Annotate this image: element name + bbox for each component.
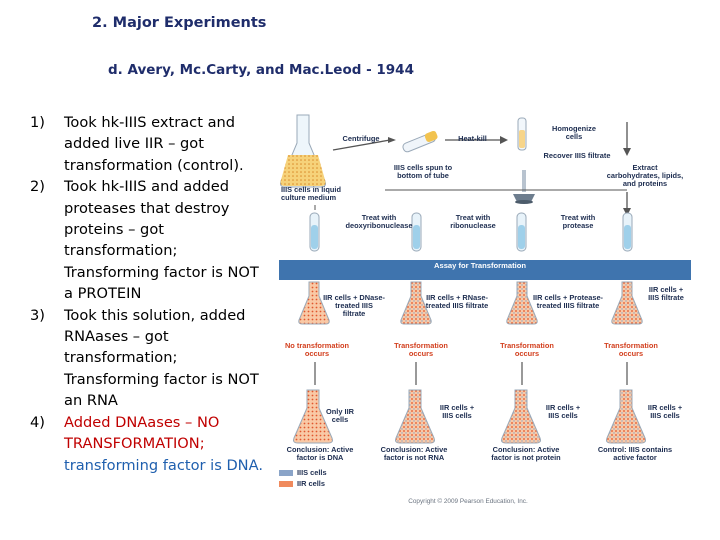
step-number: 1) (30, 114, 45, 131)
step-number: 4) (30, 413, 45, 431)
result-flasks (293, 389, 646, 444)
step-text: Took hk-IIIS and added proteases that de… (64, 178, 259, 303)
arrow-icon (332, 139, 391, 151)
conclusion-dna: Conclusion: Active factor is DNA (286, 445, 354, 463)
arrow-head-icon (623, 148, 631, 156)
result-dnase-label: No transformation occurs (284, 341, 350, 359)
conclusion-rna: Conclusion: Active factor is not RNA (380, 445, 448, 463)
copyright-text: Copyright © 2009 Pearson Education, Inc. (408, 498, 528, 505)
step-item: 3) Took this solution, added RNAases – go… (30, 305, 270, 412)
arrow-head-icon (500, 136, 508, 144)
iir-iiis-label: IIR cells + IIIS cells (545, 403, 581, 421)
spun-label: IIIS cells spun to bottom of tube (393, 163, 453, 181)
step-text-highlight: transforming factor is DNA. (64, 456, 263, 474)
result-arrows (314, 362, 628, 385)
treat-protease-label: Treat with protease (560, 213, 596, 231)
conclusion-control: Control: IIIS contains active factor (597, 445, 673, 463)
step-item: 1) Took hk-IIIS extract and added live II… (30, 112, 270, 176)
slide-subtitle: d. Avery, Mc.Carty, and Mac.Leod - 1944 (108, 62, 414, 78)
result-control-label: Transformation occurs (604, 341, 658, 359)
legend-swatch-iir (279, 481, 293, 487)
extract-label: Extract carbohydrates, lipids, and prote… (606, 163, 684, 189)
conclusion-protein: Conclusion: Active factor is not protein (491, 445, 561, 463)
treat-dnase-label: Treat with deoxyribonuclease (345, 213, 413, 231)
step-item: 4) Added DNAases – NO TRANSFORMATION; tra… (30, 412, 270, 476)
assay-band (279, 260, 691, 280)
mix-protease-label: IIR cells + Protease-treated IIIS filtra… (532, 293, 604, 311)
treated-tubes (309, 212, 633, 252)
recover-label: Recover IIIS filtrate (543, 151, 611, 160)
heat-kill-label: Heat-kill (458, 134, 487, 143)
mix-control-label: IIR cells + IIIS filtrate (648, 285, 684, 303)
result-protease-label: Transformation occurs (500, 341, 554, 359)
legend-iir-label: IIR cells (297, 479, 325, 488)
step-number: 3) (30, 306, 45, 324)
mix-dnase-label: IIR cells + DNase-treated IIIS filtrate (323, 293, 385, 319)
mix-rnase-label: IIR cells + RNase-treated IIIS filtrate (425, 293, 489, 311)
arrow-head-icon (388, 137, 396, 143)
culture-flask (280, 114, 326, 188)
heat-kill-tube (517, 117, 527, 151)
step-text: Added DNAases – NO TRANSFORMATION; (64, 413, 220, 453)
slide-title: 2. Major Experiments (92, 15, 267, 31)
iir-iiis-label: IIR cells + IIIS cells (647, 403, 683, 421)
step-text: Took hk-IIIS extract and added live IIR … (64, 114, 244, 174)
centrifuge-label: Centrifuge (342, 134, 380, 143)
step-text: Took this solution, added RNAases – got … (64, 306, 259, 410)
culture-label: IIIS cells in liquid culture medium (281, 185, 341, 203)
step-item: 2) Took hk-IIIS and added proteases that … (30, 176, 270, 304)
experiment-steps-list: 1) Took hk-IIIS extract and added live II… (30, 112, 270, 476)
experiment-figure: Assay for Transformation Centrifuge Heat… (275, 110, 695, 515)
result-rnase-label: Transformation occurs (394, 341, 448, 359)
figure-graphics (279, 114, 646, 487)
centrifuge-tube (402, 130, 438, 153)
only-iir-label: Only IIR cells (326, 407, 354, 425)
filtrate-flask (513, 170, 535, 204)
assay-label: Assay for Transformation (434, 261, 526, 270)
homogenize-label: Homogenize cells (552, 124, 596, 142)
step-number: 2) (30, 178, 45, 196)
legend-iiis-label: IIIS cells (297, 468, 327, 477)
iir-iiis-label: IIR cells + IIIS cells (439, 403, 475, 421)
treat-rnase-label: Treat with ribonuclease (450, 213, 496, 231)
arrow-head-icon (623, 208, 631, 216)
mix-flasks (298, 281, 643, 325)
legend-swatch-iiis (279, 470, 293, 476)
